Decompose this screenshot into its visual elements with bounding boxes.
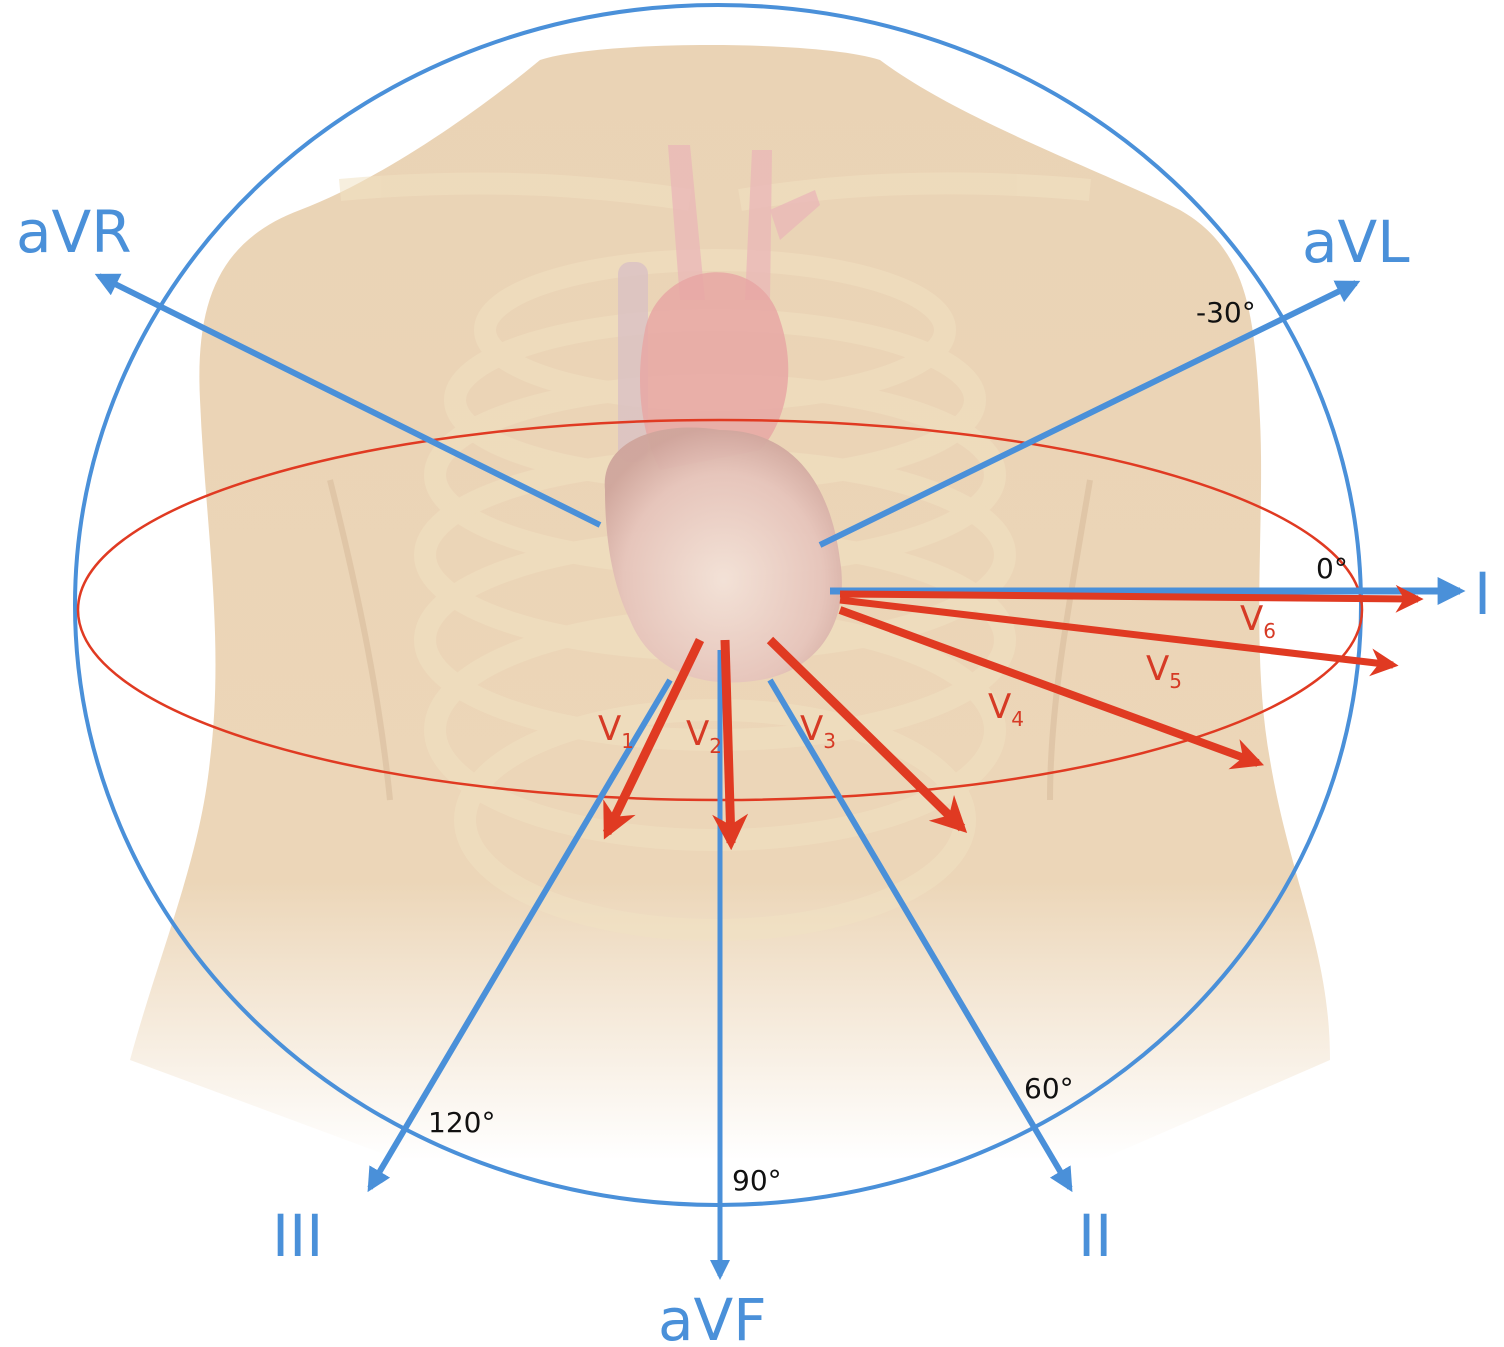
lead-V5-arrow [839,596,1399,677]
degree-minus-30: -30° [1196,296,1256,329]
lead-V4-arrow [838,606,1265,770]
label-V2: V2 [686,714,722,758]
label-III: III [272,1202,323,1270]
label-V5: V5 [1146,649,1182,693]
label-V4: V4 [988,687,1024,731]
lead-V6-arrow [839,584,1424,613]
label-I: I [1474,560,1491,628]
degree-0: 0° [1316,552,1348,585]
degree-120: 120° [428,1106,495,1139]
label-V3: V3 [800,709,836,753]
label-V1: V1 [598,709,634,753]
label-aVL: aVL [1302,208,1410,276]
label-V6: V6 [1240,599,1276,643]
lead-aVL-axis [818,280,1361,548]
lead-III-axis [367,678,673,1193]
arm-crease-right [1047,479,1093,801]
arm-crease-left [327,479,393,801]
lead-V1-arrow [602,638,705,840]
degree-60: 60° [1024,1072,1074,1105]
lead-II-axis [767,678,1073,1193]
lead-aVR-axis [94,273,602,528]
degree-90: 90° [732,1164,782,1197]
lead-V3-arrow [766,636,968,834]
label-II: II [1078,1202,1112,1270]
label-aVR: aVR [16,198,132,266]
lead-V2-arrow [712,639,749,851]
label-aVF: aVF [658,1286,767,1347]
